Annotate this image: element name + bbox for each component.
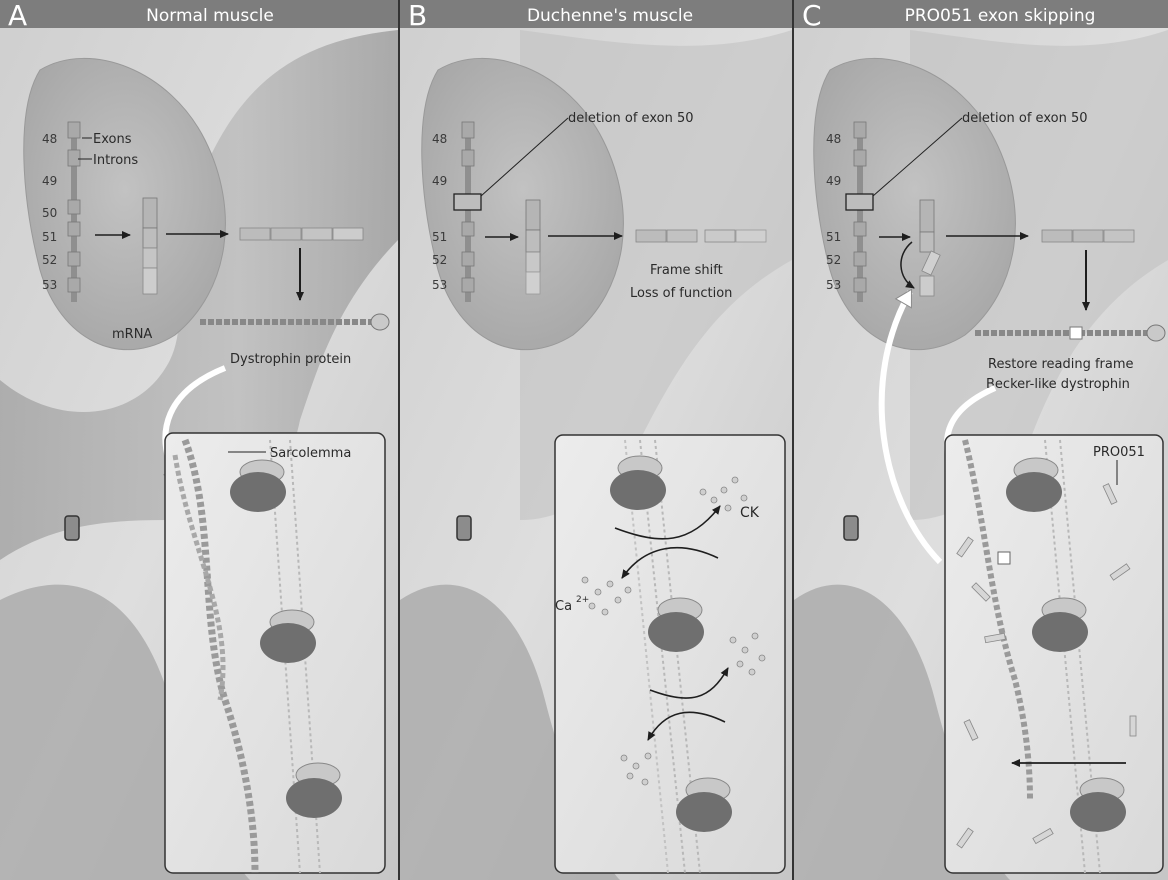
panel-c-deletion-box [846,194,873,210]
panel-b-exon-52: 52 [432,253,447,267]
panel-c-title: PRO051 exon skipping [905,6,1096,26]
panel-b-frame-shift: Frame shift [650,263,723,278]
divider-ab [398,0,400,880]
panel-b-calcium-charge: 2+ [576,595,589,605]
panel-a-exon-51: 51 [42,230,57,244]
panel-b-inset [555,435,785,873]
panel-b-exon-49: 49 [432,174,447,188]
panel-b-exon-53: 53 [432,278,447,292]
panel-c-restore-label: Restore reading frame [988,357,1134,372]
panel-c-locator-box [844,516,858,540]
panel-c-mrna-strand [920,200,934,296]
panel-b: B Duchenne's muscle 48 49 51 52 53 delet… [400,0,792,880]
panel-b-locator-box [457,516,471,540]
panel-a-mrna-strand [143,198,157,294]
panel-a-introns-label: Introns [93,153,138,168]
panel-b-calcium-label: Ca [555,599,572,614]
panel-c-exon-49: 49 [826,174,841,188]
panel-c-codon-blocks [1042,230,1134,242]
panel-b-letter: B [408,0,427,32]
panel-c-exon-53: 53 [826,278,841,292]
panel-b-mrna-strand [526,200,540,294]
panel-b-exon-51: 51 [432,230,447,244]
panel-a-exons-label: Exons [93,132,132,147]
panel-a-title: Normal muscle [146,6,274,26]
panel-a-exon-53: 53 [42,278,57,292]
panel-c: C PRO051 exon skipping 48 49 51 52 53 de… [794,0,1168,880]
panel-a-exon-50: 50 [42,206,57,220]
panel-a: A Normal muscle 48 49 50 51 52 53 Exons … [0,0,398,880]
panel-b-ck-label: CK [740,505,760,521]
panel-c-drug-label: PRO051 [1093,445,1145,460]
panel-c-exon-48: 48 [826,132,841,146]
panel-a-sarcolemma-label: Sarcolemma [270,446,351,461]
panel-c-becker-label: Becker-like dystrophin [986,377,1130,392]
panel-a-exon-52: 52 [42,253,57,267]
panel-c-exon-52: 52 [826,253,841,267]
panel-b-deletion-box [454,194,481,210]
panel-a-exon-49: 49 [42,174,57,188]
panel-a-protein-label: Dystrophin protein [230,352,351,367]
panel-b-loss-of-function: Loss of function [630,286,732,301]
panel-c-exon-51: 51 [826,230,841,244]
panel-c-letter: C [802,0,822,32]
divider-bc [792,0,794,880]
panel-c-deletion-label: deletion of exon 50 [962,111,1088,126]
panel-c-inset-marker [998,552,1010,564]
panel-b-deletion-label: deletion of exon 50 [568,111,694,126]
panel-a-mrna-label: mRNA [112,327,152,342]
panel-a-locator-box [65,516,79,540]
panel-b-title: Duchenne's muscle [527,6,693,26]
panel-a-exon-48: 48 [42,132,57,146]
panel-b-exon-48: 48 [432,132,447,146]
panel-a-letter: A [8,0,27,32]
